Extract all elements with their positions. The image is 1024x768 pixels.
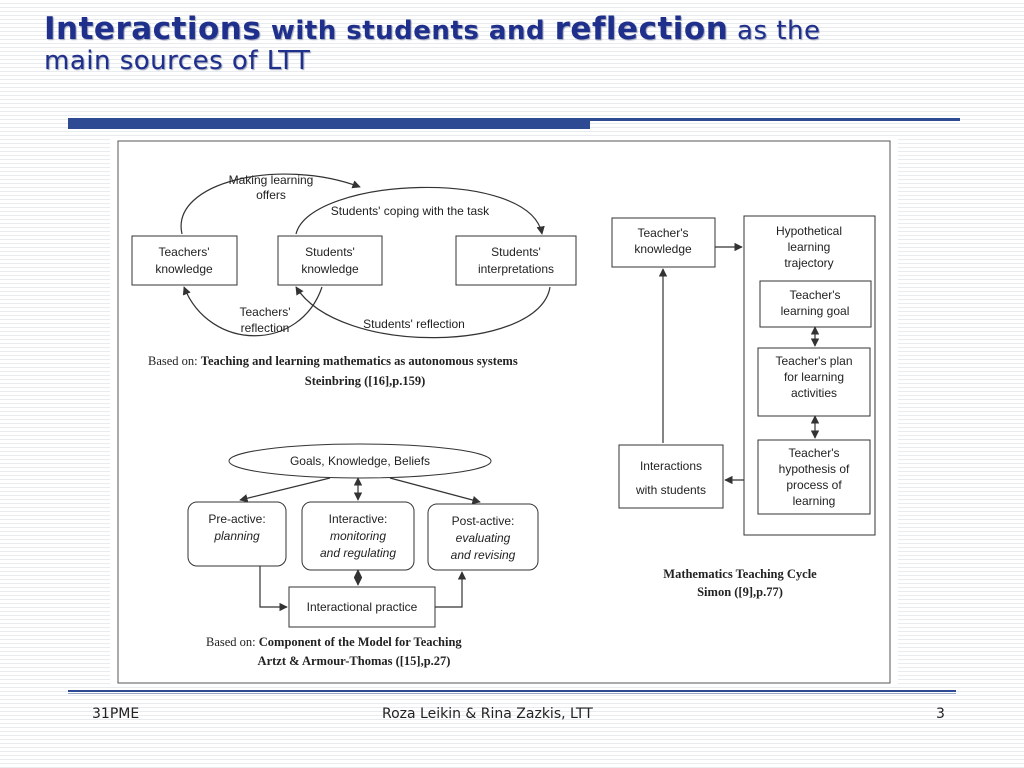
postactive-line3: and revising (451, 548, 516, 562)
plan-line3: activities (791, 386, 837, 400)
caption-steinbring-line1: Based on: Teaching and learning mathemat… (148, 354, 518, 368)
arrow-coping-task (295, 186, 545, 235)
title-underline-thick (68, 118, 590, 129)
preactive-line2: planning (213, 529, 260, 543)
box-students-knowledge (277, 235, 383, 286)
hypothesis-line2: hypothesis of (779, 462, 850, 476)
hlt-line1: Hypothetical (776, 224, 842, 238)
caption-simon-line1: Mathematics Teaching Cycle (663, 567, 817, 581)
interactive-line1: Interactive: (329, 512, 388, 526)
footer-rule-shadow (68, 693, 956, 694)
title-line-1: Interactions with students and reflectio… (44, 12, 1004, 47)
goals-label: Goals, Knowledge, Beliefs (290, 454, 430, 468)
title-word-students: with students and (261, 16, 555, 46)
box-teachers-knowledge (131, 235, 238, 286)
learning-goal-line2: learning goal (781, 304, 850, 318)
box-preactive (187, 501, 287, 567)
teachers-knowledge-line2: knowledge (155, 262, 213, 276)
caption-artzt-line2: Artzt & Armour-Thomas ([15],p.27) (258, 654, 451, 668)
hlt-line3: trajectory (784, 256, 833, 270)
label-making-offers-line2: offers (256, 188, 286, 202)
interactive-line2: monitoring (330, 529, 386, 543)
footer-page-number: 3 (936, 706, 945, 722)
arrow-teachers-reflection (182, 286, 323, 337)
label-making-offers-line1: Making learning (229, 173, 314, 187)
label-students-reflection: Students' reflection (363, 317, 465, 331)
preactive-line1: Pre-active: (208, 512, 265, 526)
title-underline-bar (68, 118, 960, 129)
slide-title: Interactions with students and reflectio… (44, 12, 1004, 76)
box-students-interpretations (455, 235, 577, 286)
title-line-2: main sources of LTT (44, 45, 311, 76)
learning-goal-line1: Teacher's (790, 288, 841, 302)
box-teacher-plan (757, 347, 871, 417)
hypothesis-line3: process of (786, 478, 842, 492)
arrow-goals-preactive (239, 477, 331, 503)
title-word-as-the: as the (728, 16, 821, 46)
hypothesis-line4: learning (793, 494, 836, 508)
diagram-artzt: Goals, Knowledge, Beliefs Pre-active: pl… (187, 443, 539, 668)
arrow-students-reflection (295, 286, 551, 339)
arrow-goals-postactive (389, 477, 481, 505)
arrow-making-offers (180, 173, 361, 235)
interactions-line2: with students (635, 483, 706, 497)
interactive-line3: and regulating (320, 546, 396, 560)
teacher-knowledge-line2: knowledge (634, 242, 692, 256)
hypothesis-line1: Teacher's (789, 446, 840, 460)
footer-conference: 31PME (92, 706, 140, 722)
arrow-practice-postactive (435, 571, 467, 608)
students-interpretations-line2: interpretations (478, 262, 554, 276)
label-teachers-reflection-line2: reflection (241, 321, 290, 335)
panel-frame (117, 140, 891, 684)
diagram-steinbring: Teachers' knowledge Students' knowledge … (131, 173, 577, 388)
students-knowledge-line2: knowledge (301, 262, 359, 276)
label-coping-task: Students' coping with the task (331, 204, 490, 218)
box-hypothesis (757, 439, 871, 515)
box-interactions-students (618, 444, 724, 509)
footer-rule-main (68, 690, 956, 692)
postactive-line2: evaluating (456, 531, 511, 545)
diagram-svg: Teachers' knowledge Students' knowledge … (117, 140, 891, 684)
students-interpretations-line1: Students' (491, 245, 541, 259)
diagram-simon: Teacher's knowledge Hypothetical learnin… (611, 215, 876, 599)
plan-line1: Teacher's plan (775, 354, 852, 368)
teachers-knowledge-line1: Teachers' (159, 245, 210, 259)
arrow-preactive-practice (259, 566, 288, 612)
title-word-reflection: reflection (554, 11, 729, 47)
label-teachers-reflection-line1: Teachers' (240, 305, 291, 319)
teacher-knowledge-line1: Teacher's (638, 226, 689, 240)
title-underline-thin (590, 118, 960, 121)
interactions-line1: Interactions (640, 459, 702, 473)
box-postactive (427, 503, 539, 571)
footer-rule (68, 690, 956, 694)
footer-authors: Roza Leikin & Rina Zazkis, LTT (382, 706, 593, 722)
diagram-panel: Teachers' knowledge Students' knowledge … (110, 137, 898, 687)
caption-artzt-line1: Based on: Component of the Model for Tea… (206, 635, 462, 649)
practice-label: Interactional practice (307, 600, 418, 614)
students-knowledge-line1: Students' (305, 245, 355, 259)
box-teacher-knowledge (611, 217, 716, 268)
hlt-line2: learning (788, 240, 831, 254)
plan-line2: for learning (784, 370, 844, 384)
postactive-line1: Post-active: (452, 514, 515, 528)
box-learning-goal (759, 280, 872, 328)
caption-simon-line2: Simon ([9],p.77) (697, 585, 783, 599)
title-word-interactions: Interactions (44, 11, 262, 47)
caption-steinbring-line2: Steinbring ([16],p.159) (305, 374, 426, 388)
